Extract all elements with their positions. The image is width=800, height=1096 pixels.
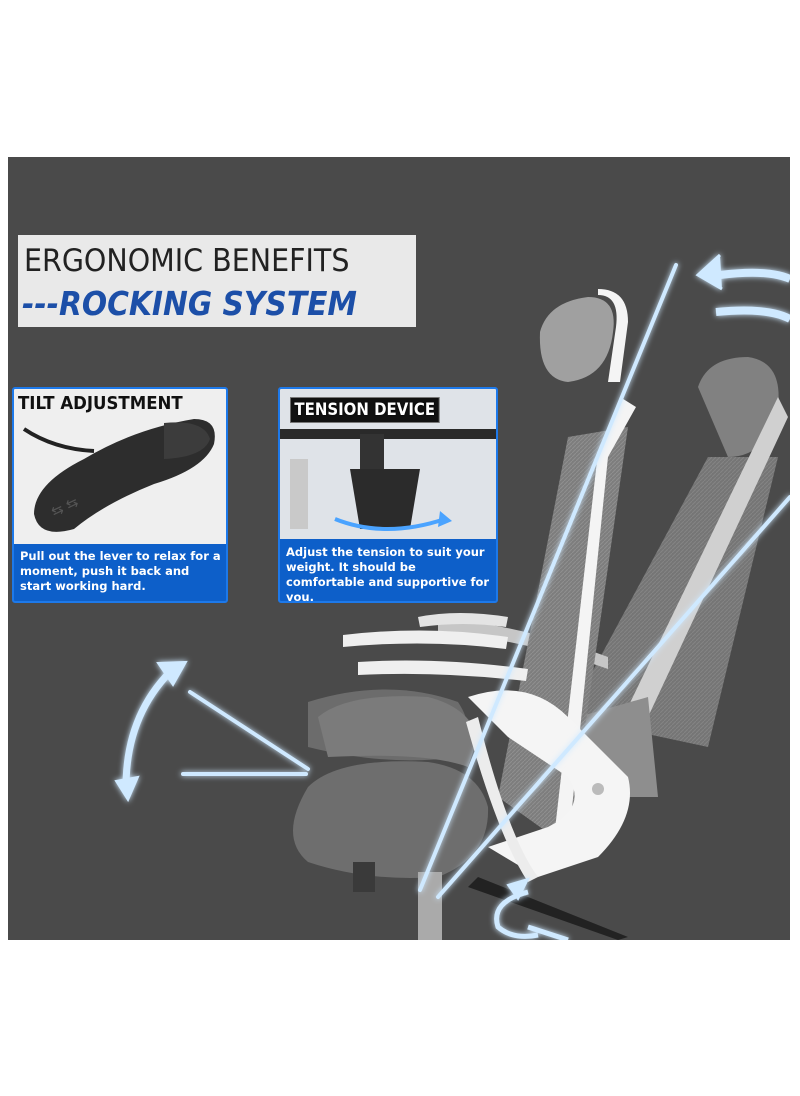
motion-lines (181, 263, 790, 899)
tilt-lever-photo: ⇆ ⇆ (14, 389, 226, 544)
rotate-arrow-icon (695, 253, 790, 323)
banner-subtitle: ---ROCKING SYSTEM (22, 284, 357, 323)
tension-device-caption: Adjust the tension to suit your weight. … (286, 545, 490, 603)
chair-illustration (114, 253, 790, 940)
swivel-arrow-icon (494, 877, 569, 940)
banner-title: ERGONOMIC BENEFITS (24, 243, 350, 279)
tension-device-label: TENSION DEVICE (290, 397, 440, 423)
tilt-adjustment-caption: Pull out the lever to relax for a moment… (20, 549, 221, 593)
title-banner: ERGONOMIC BENEFITS ---ROCKING SYSTEM (18, 235, 416, 327)
tilt-adjustment-label: TILT ADJUSTMENT (18, 393, 183, 414)
tilt-arc-arrow-icon (114, 660, 188, 803)
tension-device-card: TENSION DEVICE Adjust the tension to sui… (278, 387, 498, 603)
product-image-panel: ERGONOMIC BENEFITS ---ROCKING SYSTEM ⇆ ⇆… (8, 157, 790, 940)
chair-front (293, 289, 636, 940)
tilt-adjustment-card: ⇆ ⇆ TILT ADJUSTMENT Pull out the lever t… (12, 387, 228, 603)
